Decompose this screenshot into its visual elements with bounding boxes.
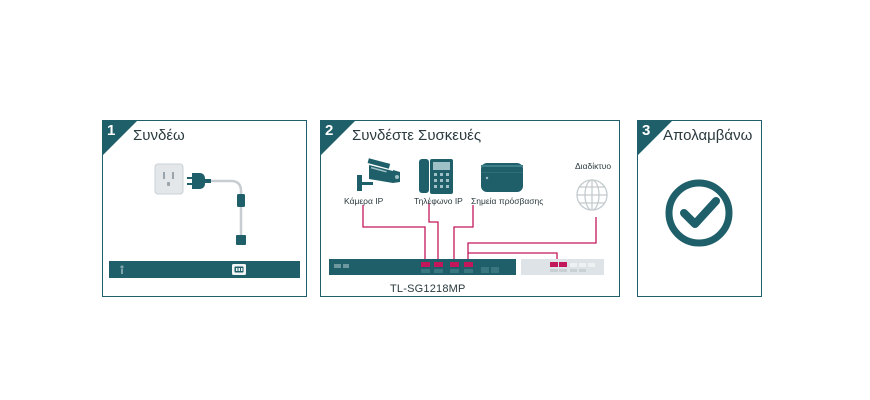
step-badge-2: [321, 121, 355, 155]
step-2-panel: 2 Συνδέστε Συσκευές: [320, 120, 620, 297]
switch-model-label: TL-SG1218MP: [387, 283, 469, 295]
power-plug-icon: [187, 173, 211, 189]
power-outlet-icon: [154, 163, 184, 195]
internet-globe-icon: [576, 179, 608, 211]
access-point-label: Σημεία πρόσβασης: [471, 196, 544, 206]
router-device: [521, 259, 604, 275]
ip-camera-icon: [357, 158, 400, 191]
camera-label: Κάμερα IP: [344, 196, 384, 206]
step-badge-1: [103, 121, 137, 155]
step-number-3: 3: [642, 122, 651, 139]
access-point-icon: [481, 163, 523, 192]
step-title-2: Συνδέστε Συσκευές: [352, 127, 482, 144]
ip-phone-icon: [419, 159, 453, 194]
ethernet-cables: [362, 203, 597, 260]
switch-rear-panel: [109, 261, 300, 278]
step-badge-3: [638, 121, 672, 155]
step-1-panel: 1 Συνδέω: [102, 120, 307, 297]
cord-connector-icon: [236, 235, 246, 245]
step-number-2: 2: [325, 122, 334, 139]
cord-ferrite-icon: [237, 194, 245, 207]
step-title-3: Απολαμβάνω: [663, 127, 753, 144]
switch-front-panel: [329, 259, 516, 275]
power-cord: [211, 179, 243, 237]
checkmark-icon: [665, 179, 733, 247]
step-title-1: Συνδέω: [133, 127, 185, 144]
phone-label: Τηλέφωνο IP: [414, 196, 463, 206]
step-number-1: 1: [107, 122, 116, 139]
internet-label: Διαδίκτυο: [575, 161, 612, 171]
step-3-panel: 3 Απολαμβάνω: [637, 120, 762, 297]
